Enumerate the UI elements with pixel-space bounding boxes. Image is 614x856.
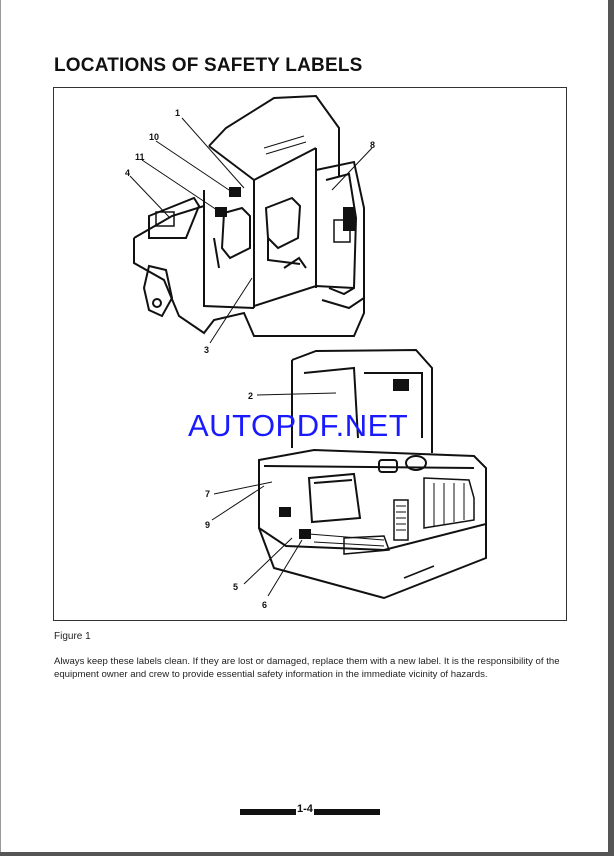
- cab-upper-drawing: [133, 94, 365, 337]
- callout-11: 11: [135, 152, 145, 162]
- leader-lines-top: [129, 117, 373, 344]
- excavator-illustration: 1 10 11 4 8 3: [125, 94, 487, 610]
- callout-5: 5: [233, 582, 238, 592]
- page-title: LOCATIONS OF SAFETY LABELS: [54, 55, 363, 76]
- callout-6: 6: [262, 600, 267, 610]
- watermark-text: AUTOPDF.NET: [188, 408, 409, 443]
- machine-rear-drawing: [258, 348, 487, 600]
- callout-9: 9: [205, 520, 210, 530]
- callout-8: 8: [370, 140, 375, 150]
- callout-4: 4: [125, 168, 130, 178]
- leader-lines-bottom: [211, 392, 337, 597]
- callout-2: 2: [248, 391, 253, 401]
- body-paragraph: Always keep these labels clean. If they …: [54, 656, 560, 680]
- callouts-bottom: 2 7 9 5 6: [205, 391, 267, 610]
- page-bottom-edge: [0, 852, 614, 856]
- figure-caption: Figure 1: [54, 631, 91, 642]
- figure-frame: 1 10 11 4 8 3: [53, 87, 567, 621]
- page-left-edge: [0, 0, 1, 856]
- page-number: 1-4: [296, 803, 314, 815]
- page-right-edge: [608, 0, 614, 856]
- callout-3: 3: [204, 345, 209, 355]
- callouts-top: 1 10 11 4 8 3: [125, 108, 375, 355]
- callout-10: 10: [149, 132, 159, 142]
- callout-1: 1: [175, 108, 180, 118]
- callout-7: 7: [205, 489, 210, 499]
